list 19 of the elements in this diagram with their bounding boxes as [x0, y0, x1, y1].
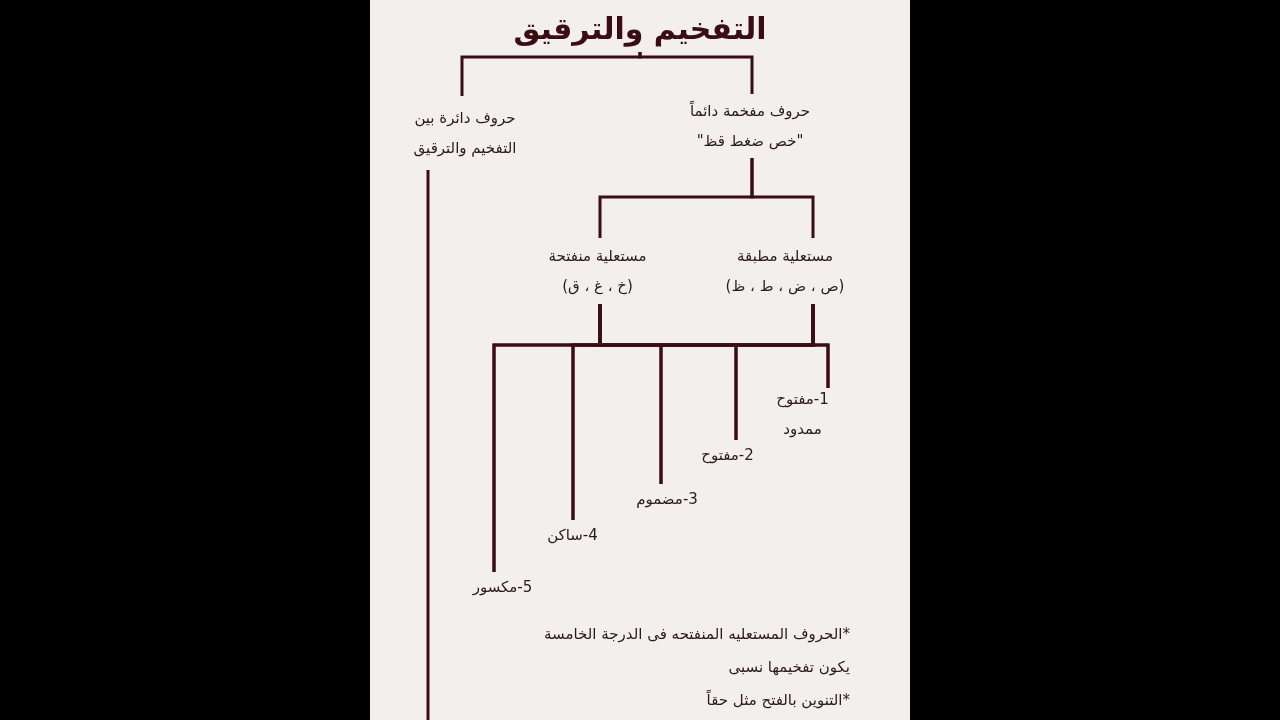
node-label: حروف مفخمة دائماً — [689, 100, 811, 122]
root-node-label: التفخيم والترقيق — [513, 10, 767, 48]
node-label: 4-ساكن — [547, 525, 598, 546]
node-label: مستعلية منفتحة — [548, 246, 647, 267]
node-label: 1-مفتوح ممدود — [775, 389, 830, 440]
connector-line — [460, 52, 642, 96]
node-label: (خ ، غ ، ق) — [562, 276, 633, 297]
connector-line — [492, 304, 602, 572]
node-label: مستعلية مطبقة — [737, 246, 833, 267]
node-label: 5-مكسور — [472, 577, 533, 598]
node-label: "خص ضغط قظ" — [696, 131, 804, 152]
note-text: *الحروف المستعليه المنفتحه فى الدرجة الخامسة يكون تفخيمها نسبى — [543, 624, 850, 678]
node-label: (ص ، ض ، ط ، ظ) — [725, 276, 845, 297]
note-text: *التنوين بالفتح مثل حقاً — [706, 688, 850, 711]
node-label: 2-مفتوح — [701, 445, 754, 466]
connector-line — [426, 170, 430, 720]
node-label: حروف دائرة بين التفخيم والترقيق — [412, 108, 518, 159]
connector-line — [598, 158, 754, 238]
node-label: 3-مضموم — [636, 489, 698, 510]
